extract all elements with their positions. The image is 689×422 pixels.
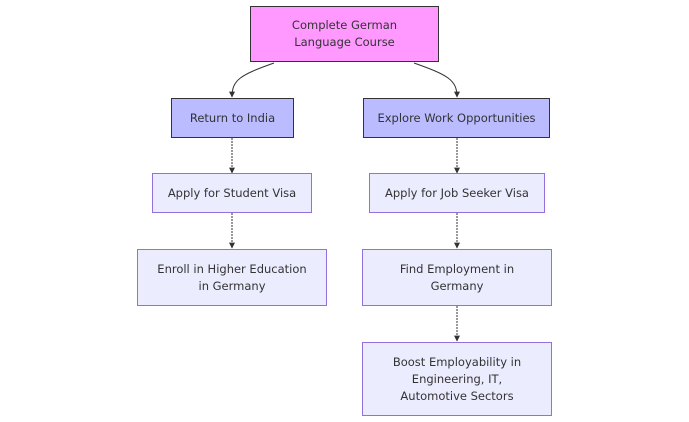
node-enroll-higher-education: Enroll in Higher Education in Germany	[137, 249, 327, 306]
node-explore-work-opportunities: Explore Work Opportunities	[363, 98, 550, 138]
node-find-employment: Find Employment in Germany	[362, 249, 552, 306]
node-return-to-india: Return to India	[171, 98, 294, 138]
node-apply-student-visa: Apply for Student Visa	[152, 173, 312, 213]
node-boost-employability: Boost Employability in Engineering, IT, …	[362, 342, 552, 416]
node-apply-job-seeker-visa: Apply for Job Seeker Visa	[369, 173, 545, 213]
edge-A-C	[413, 62, 460, 98]
edge-A-B	[229, 62, 275, 98]
node-complete-german-course: Complete German Language Course	[250, 6, 439, 62]
